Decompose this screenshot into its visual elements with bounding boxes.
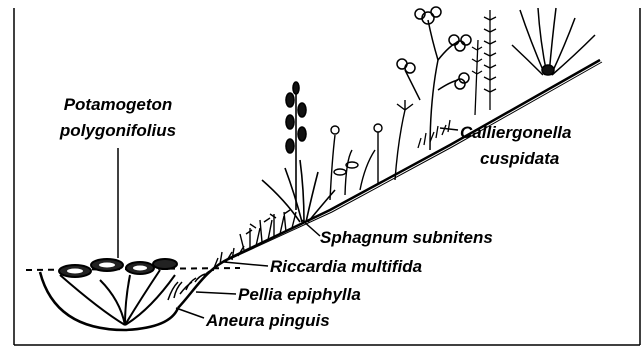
aneura-label: Aneura pinguis [205,311,330,330]
calliergonella-moss [418,120,450,148]
potamogeton-label-line1: Potamogeton [64,95,173,114]
herb-cluster-middle [330,100,413,200]
rush-tuft [512,8,595,75]
calliergonella-label-line2: cuspidata [480,149,559,168]
feathery-herb [472,10,496,115]
sphagnum-label: Sphagnum subnitens [320,228,493,247]
pellia-label: Pellia epiphylla [238,285,361,304]
sphagnum-leader [302,220,320,236]
calliergonella-label-line1: Calliergonella [460,123,571,142]
calliergonella-leader [440,128,458,130]
riccardia-leader [224,262,268,266]
pellia-leader [196,292,236,294]
pool-basin [40,272,178,330]
potamogeton-label-line2: polygonifolius [59,121,176,140]
riccardia-label: Riccardia multifida [270,257,422,276]
potamogeton-plant [59,259,177,325]
aneura-leader [176,308,204,318]
